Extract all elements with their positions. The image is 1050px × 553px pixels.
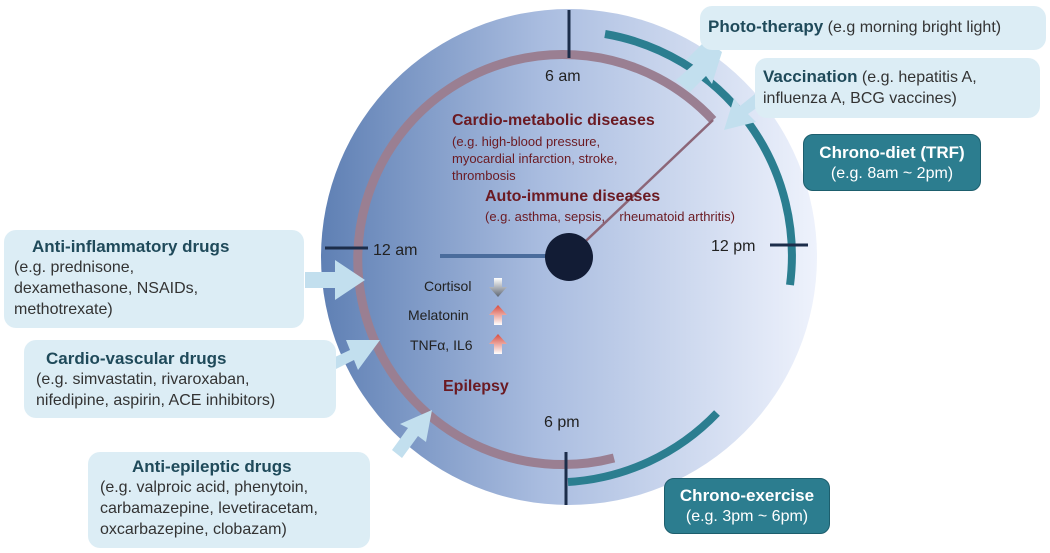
vaccination-detail-2: influenza A, BCG vaccines)	[763, 90, 957, 107]
inner-ring-arc	[353, 50, 717, 469]
auto-immune-title: Auto-immune diseases	[485, 188, 661, 205]
anti-epileptic-line-2: carbamazepine, levetiracetam,	[100, 500, 318, 517]
chrono-exercise-box: Chrono-exercise (e.g. 3pm ~ 6pm)	[664, 478, 830, 534]
cardio-metabolic-example-3: thrombosis	[452, 168, 516, 183]
chrono-exercise-title: Chrono-exercise	[679, 486, 815, 505]
marker-tnf-il6: TNFα, IL6	[410, 337, 473, 353]
anti-inflammatory-box: Anti-inflammatory drugs (e.g. prednisone…	[4, 230, 304, 328]
anti-epileptic-line-1: (e.g. valproic acid, phenytoin,	[100, 479, 309, 496]
tnf-il6-up-arrow	[489, 334, 507, 354]
clock-center	[545, 233, 593, 281]
anti-inflammatory-arrow	[305, 260, 365, 300]
melatonin-up-arrow	[489, 305, 507, 325]
time-label-12pm: 12 pm	[711, 238, 756, 255]
anti-epileptic-box: Anti-epileptic drugs (e.g. valproic acid…	[88, 452, 370, 548]
anti-inflammatory-line-3: methotrexate)	[14, 301, 113, 318]
chrono-diet-box: Chrono-diet (TRF) (e.g. 8am ~ 2pm)	[803, 134, 981, 191]
auto-immune-example: (e.g. asthma, sepsis, rheumatoid arthrit…	[485, 209, 735, 224]
time-label-6pm: 6 pm	[544, 414, 580, 431]
time-label-12am: 12 am	[373, 242, 418, 259]
cardio-vascular-line-2: nifedipine, aspirin, ACE inhibitors)	[36, 392, 276, 409]
anti-inflammatory-title: Anti-inflammatory drugs	[32, 237, 230, 256]
cardio-metabolic-example-1: (e.g. high-blood pressure,	[452, 134, 601, 149]
marker-cortisol: Cortisol	[424, 278, 472, 294]
cardio-vascular-title: Cardio-vascular drugs	[46, 349, 227, 368]
anti-epileptic-title: Anti-epileptic drugs	[132, 457, 292, 476]
anti-inflammatory-line-2: dexamethasone, NSAIDs,	[14, 280, 199, 297]
photo-therapy-detail: (e.g morning bright light)	[823, 19, 1002, 36]
cortisol-down-arrow	[489, 278, 507, 297]
anti-inflammatory-line-1: (e.g. prednisone,	[14, 259, 135, 276]
chrono-exercise-detail: (e.g. 3pm ~ 6pm)	[685, 508, 809, 525]
vaccination-detail-1: (e.g. hepatitis A,	[857, 69, 977, 86]
chrono-diet-title: Chrono-diet (TRF)	[819, 143, 965, 162]
chrono-exercise-arc	[567, 410, 720, 486]
minute-hand	[568, 119, 714, 258]
cardio-metabolic-title: Cardio-metabolic diseases	[452, 112, 655, 129]
chrono-diet-detail: (e.g. 8am ~ 2pm)	[830, 165, 954, 182]
photo-therapy-title: Photo-therapy	[708, 17, 824, 36]
vaccination-title: Vaccination	[763, 67, 858, 86]
anti-epileptic-line-3: oxcarbazepine, clobazam)	[100, 521, 287, 538]
photo-therapy-box: Photo-therapy (e.g morning bright light)	[700, 6, 1046, 50]
time-label-6am: 6 am	[545, 68, 581, 85]
photo-therapy-arrow	[676, 40, 722, 92]
cardio-vascular-line-1: (e.g. simvastatin, rivaroxaban,	[36, 371, 250, 388]
anti-epileptic-arrow	[392, 410, 432, 458]
epilepsy-label: Epilepsy	[443, 378, 509, 395]
cardio-vascular-box: Cardio-vascular drugs (e.g. simvastatin,…	[24, 340, 336, 418]
marker-melatonin: Melatonin	[408, 307, 469, 323]
cardio-metabolic-example-2: myocardial infarction, stroke,	[452, 151, 618, 166]
vaccination-box: Vaccination (e.g. hepatitis A, influenza…	[755, 58, 1040, 118]
